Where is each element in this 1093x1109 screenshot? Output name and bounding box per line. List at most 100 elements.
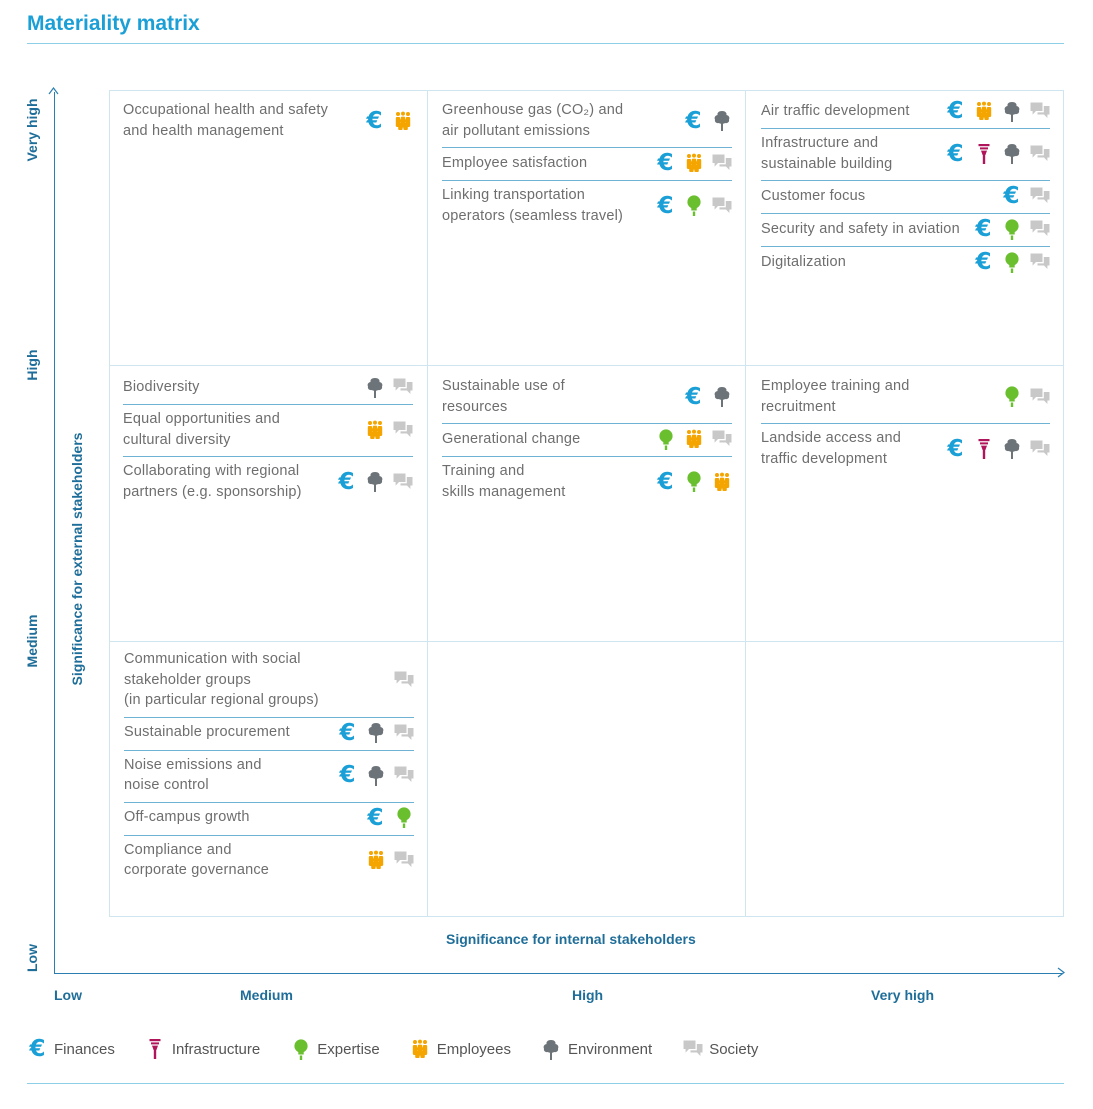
topic-icons: € xyxy=(683,383,732,410)
speech-bubbles-icon xyxy=(392,376,413,398)
tree-icon xyxy=(1001,143,1022,165)
euro-icon: € xyxy=(975,216,992,242)
speech-bubbles-icon xyxy=(393,669,414,691)
euro-icon: € xyxy=(947,98,964,124)
matrix-topic: Generational change xyxy=(442,424,732,457)
tree-icon xyxy=(1001,438,1022,460)
employees-icon xyxy=(683,428,704,450)
matrix-topic: Sustainable procurement € xyxy=(124,718,414,751)
matrix-topic: Biodiversity xyxy=(123,372,413,405)
x-tick-very-high: Very high xyxy=(871,987,935,1003)
x-tick-low: Low xyxy=(54,987,82,1003)
lightbulb-icon xyxy=(1001,218,1022,240)
topic-icons: € xyxy=(945,437,1050,460)
y-tick-very-high: Very high xyxy=(24,98,40,162)
topic-label: Collaborating with regional partners (e.… xyxy=(123,463,302,500)
infrastructure-icon xyxy=(973,438,994,460)
euro-icon: € xyxy=(1003,183,1020,209)
top-divider xyxy=(27,43,1064,44)
legend-item-society: Society xyxy=(682,1038,758,1060)
topic-icons: € xyxy=(973,216,1050,242)
euro-icon: € xyxy=(367,804,384,831)
matrix-topic: Greenhouse gas (CO₂) and air pollutant e… xyxy=(442,96,732,148)
topic-icons: € xyxy=(337,719,414,746)
topic-icons xyxy=(393,669,414,691)
grid-line xyxy=(109,365,1064,366)
matrix-topic: Collaborating with regional partners (e.… xyxy=(123,457,413,508)
topic-label: Linking transportation operators (seamle… xyxy=(442,187,624,224)
speech-bubbles-icon xyxy=(1029,251,1050,273)
x-axis-label: Significance for internal stakeholders xyxy=(446,931,696,947)
grid-line xyxy=(109,641,1064,642)
topic-icons: € xyxy=(973,249,1050,275)
topic-icons: € xyxy=(1001,183,1050,209)
euro-icon: € xyxy=(338,468,355,495)
legend-label: Infrastructure xyxy=(171,1040,261,1058)
legend-item-expertise: Expertise xyxy=(290,1038,380,1060)
topic-label: Infrastructure and sustainable building xyxy=(761,135,893,172)
topic-icons: € xyxy=(945,142,1050,165)
topic-icons xyxy=(365,849,414,871)
euro-icon: € xyxy=(975,249,992,275)
speech-bubbles-icon xyxy=(682,1038,703,1060)
speech-bubbles-icon xyxy=(1029,100,1050,122)
topic-label: Customer focus xyxy=(761,187,866,204)
legend-item-environment: Environment xyxy=(541,1038,652,1060)
topic-label: Equal opportunities and cultural diversi… xyxy=(123,411,280,448)
cell-medium-external-low-internal: Communication with social stakeholder gr… xyxy=(124,645,414,887)
topic-label: Employee satisfaction xyxy=(442,154,588,171)
tree-icon xyxy=(364,471,385,493)
y-axis-arrow-icon xyxy=(48,87,59,95)
lightbulb-icon xyxy=(1001,386,1022,408)
y-axis-line xyxy=(54,92,55,974)
topic-label: Sustainable use of resources xyxy=(442,378,565,415)
tree-icon xyxy=(711,110,732,132)
lightbulb-icon xyxy=(1001,251,1022,273)
speech-bubbles-icon xyxy=(393,722,414,744)
legend-label: Expertise xyxy=(317,1040,380,1058)
topic-label: Sustainable procurement xyxy=(124,724,290,741)
tree-icon xyxy=(541,1038,562,1060)
matrix-topic: Employee satisfaction€ xyxy=(442,148,732,181)
speech-bubbles-icon xyxy=(1029,438,1050,460)
tree-icon xyxy=(364,376,385,398)
topic-label: Communication with social stakeholder gr… xyxy=(124,651,319,708)
tree-icon xyxy=(365,764,386,786)
employees-icon xyxy=(410,1038,431,1060)
cell-high-external-high-internal: Sustainable use of resources € Generationa… xyxy=(442,372,732,508)
matrix-topic: Linking transportation operators (seamle… xyxy=(442,181,732,232)
topic-icons: € xyxy=(364,107,413,134)
matrix-topic: Equal opportunities and cultural diversi… xyxy=(123,405,413,457)
topic-icons xyxy=(364,376,413,398)
tree-icon xyxy=(1001,100,1022,122)
speech-bubbles-icon xyxy=(392,419,413,441)
lightbulb-icon xyxy=(683,195,704,217)
employees-icon xyxy=(711,471,732,493)
matrix-grid xyxy=(109,90,1064,917)
matrix-topic: Customer focus € xyxy=(761,181,1050,214)
cell-very-high-external-low-internal: Occupational health and safety and healt… xyxy=(123,96,413,147)
matrix-topic: Noise emissions and noise control€ xyxy=(124,751,414,803)
euro-icon: € xyxy=(685,107,702,134)
euro-icon: € xyxy=(657,192,674,219)
euro-icon: € xyxy=(339,719,356,746)
euro-icon: € xyxy=(685,383,702,410)
matrix-topic: Digitalization€ xyxy=(761,247,1050,279)
y-tick-medium: Medium xyxy=(24,614,40,668)
legend-item-employees: Employees xyxy=(410,1038,511,1060)
topic-icons: € xyxy=(683,107,732,134)
topic-icons xyxy=(1001,386,1050,408)
cell-very-high-external-high-internal: Greenhouse gas (CO₂) and air pollutant e… xyxy=(442,96,732,232)
euro-icon: € xyxy=(366,107,383,134)
legend-label: Environment xyxy=(567,1040,653,1058)
euro-icon: € xyxy=(657,468,674,495)
topic-icons: € xyxy=(655,192,732,219)
legend-label: Employees xyxy=(436,1040,511,1058)
speech-bubbles-icon xyxy=(711,428,732,450)
euro-icon: € xyxy=(339,762,356,788)
infrastructure-icon xyxy=(145,1038,166,1060)
matrix-topic: Compliance and corporate governance xyxy=(124,836,414,887)
